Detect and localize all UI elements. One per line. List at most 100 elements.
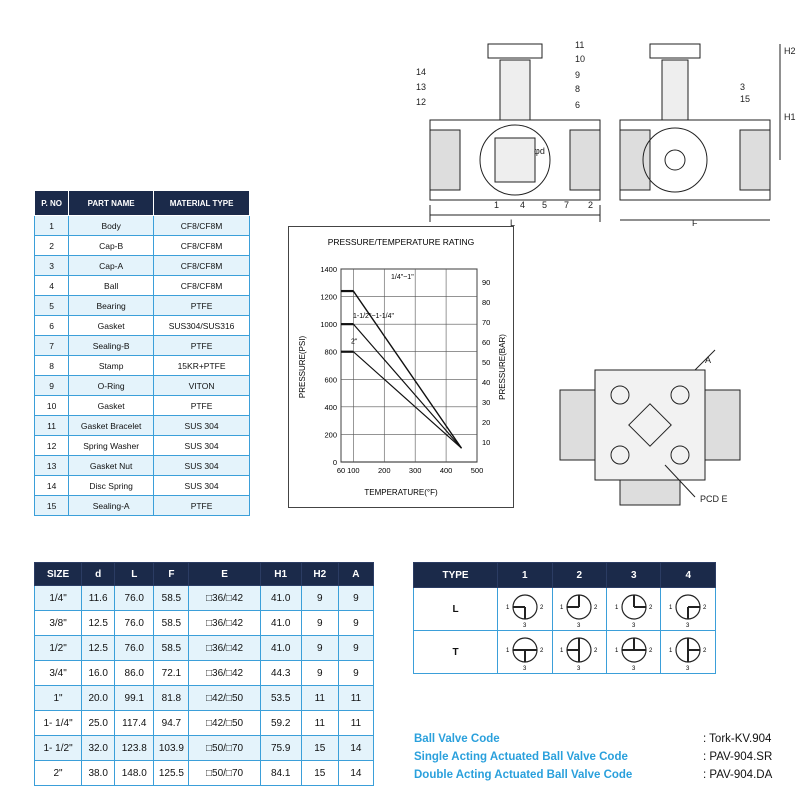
y2-tick-label: 50: [482, 358, 490, 367]
chart-title: PRESSURE/TEMPERATURE RATING: [328, 237, 475, 247]
part-no: 2: [33, 235, 70, 256]
part-name: Sealing-A: [68, 495, 155, 516]
material-type: CF8/CF8M: [153, 255, 250, 276]
dims-header-h1: H1: [259, 562, 302, 586]
y-tick-label: 600: [324, 375, 337, 384]
dims-cell-f: 58.5: [153, 610, 190, 636]
dims-cell-size: 1- 1/4": [33, 710, 83, 736]
y-tick-label: 200: [324, 430, 337, 439]
part-no: 4: [33, 275, 70, 296]
part-no: 13: [33, 455, 70, 476]
dim-l: L: [510, 218, 515, 228]
dims-cell-f: 94.7: [153, 710, 190, 736]
callout-6: 6: [575, 100, 580, 110]
series-line: [341, 323, 462, 449]
material-type: SUS 304: [153, 455, 250, 476]
port-label: 1: [615, 605, 619, 611]
port-label: 3: [577, 666, 581, 672]
dims-cell-d: 32.0: [81, 735, 116, 761]
ball-bore: [494, 137, 536, 183]
type-row-label: L: [412, 587, 499, 631]
dims-cell-d: 16.0: [81, 660, 116, 686]
material-type: PTFE: [153, 395, 250, 416]
dims-cell-e: □36/□42: [188, 635, 261, 661]
dims-cell-size: 1- 1/2": [33, 735, 83, 761]
dims-cell-d: 12.5: [81, 635, 116, 661]
code-value-single-acting: : PAV-904.SR: [703, 751, 773, 763]
part-name: Gasket: [68, 395, 155, 416]
x-tick-label: 500: [471, 466, 484, 475]
part-name: Disc Spring: [68, 475, 155, 496]
end-cap-right: [569, 129, 601, 191]
dims-cell-e: □42/□50: [188, 710, 261, 736]
part-name: Gasket Nut: [68, 455, 155, 476]
header-part-name: PART NAME: [68, 190, 155, 216]
x-tick-label: 400: [440, 466, 453, 475]
dims-cell-d: 12.5: [81, 610, 116, 636]
chart-xlabel: TEMPERATURE(°F): [364, 488, 438, 497]
dims-cell-e: □36/□42: [188, 610, 261, 636]
dims-cell-size: 2": [33, 760, 83, 786]
series-label: 1/4"~1": [391, 274, 414, 281]
part-no: 11: [33, 415, 70, 436]
dims-cell-size: 1": [33, 685, 83, 711]
dims-cell-a: 11: [337, 710, 375, 736]
dims-cell-l: 99.1: [114, 685, 155, 711]
material-type: PTFE: [153, 495, 250, 516]
port-label: 2: [540, 605, 544, 611]
port-label: 2: [540, 648, 544, 654]
header-material: MATERIAL TYPE: [153, 190, 250, 216]
callout-10: 10: [575, 54, 585, 64]
dims-cell-l: 148.0: [114, 760, 155, 786]
chart-svg: PRESSURE/TEMPERATURE RATING TEMPERATURE(…: [298, 237, 507, 497]
x-tick-label: 100: [347, 466, 360, 475]
dim-a: A: [705, 355, 711, 365]
type-header-2: 2: [551, 562, 608, 588]
pressure-temperature-chart: PRESSURE/TEMPERATURE RATING TEMPERATURE(…: [288, 226, 514, 508]
dims-cell-f: 125.5: [153, 760, 190, 786]
port-label: 2: [649, 648, 653, 654]
port-label: 1: [506, 648, 510, 654]
part-name: Cap-A: [68, 255, 155, 276]
y-tick-label: 400: [324, 403, 337, 412]
dims-cell-f: 58.5: [153, 585, 190, 611]
y2-tick-label: 20: [482, 418, 490, 427]
material-type: CF8/CF8M: [153, 275, 250, 296]
port-label: 1: [560, 648, 564, 654]
callout-7: 7: [564, 200, 569, 210]
part-no: 12: [33, 435, 70, 456]
part-name: Ball: [68, 275, 155, 296]
y2-tick-label: 40: [482, 378, 490, 387]
dim-f: F: [692, 218, 698, 228]
callout-14: 14: [416, 67, 426, 77]
dims-cell-d: 25.0: [81, 710, 116, 736]
code-value-double-acting: : PAV-904.DA: [703, 769, 773, 781]
part-name: O-Ring: [68, 375, 155, 396]
material-type: PTFE: [153, 335, 250, 356]
dims-cell-h1: 44.3: [259, 660, 302, 686]
dims-cell-l: 123.8: [114, 735, 155, 761]
part-no: 3: [33, 255, 70, 276]
part-no: 8: [33, 355, 70, 376]
